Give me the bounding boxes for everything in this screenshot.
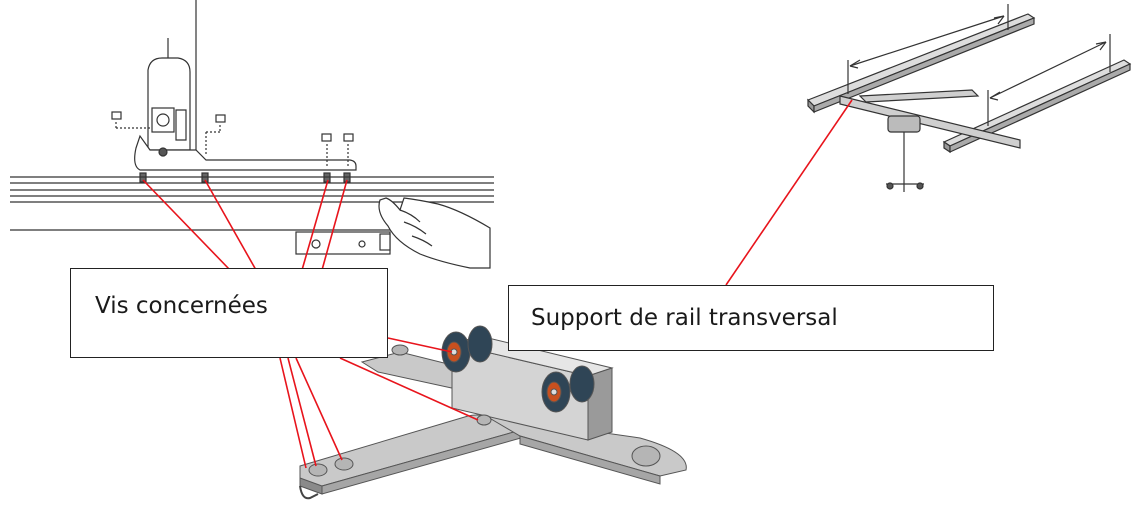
leader-lines: [142, 99, 853, 469]
callout-screws: Vis concernées: [70, 268, 388, 358]
trolley-part-illustration: [299, 325, 687, 500]
wheel-icon: [541, 365, 595, 413]
rail-system-drawing: [806, 4, 1132, 192]
wheel-icon: [441, 325, 493, 373]
callout-rail-support-label: Support de rail transversal: [531, 305, 838, 331]
nut-icons: [308, 344, 661, 477]
callout-screws-label: Vis concernées: [95, 293, 268, 319]
hand-icon: [378, 197, 491, 269]
callout-rail-support: Support de rail transversal: [508, 285, 994, 351]
nut-icons: [111, 111, 354, 168]
rail-mount-drawing: [10, 0, 494, 269]
